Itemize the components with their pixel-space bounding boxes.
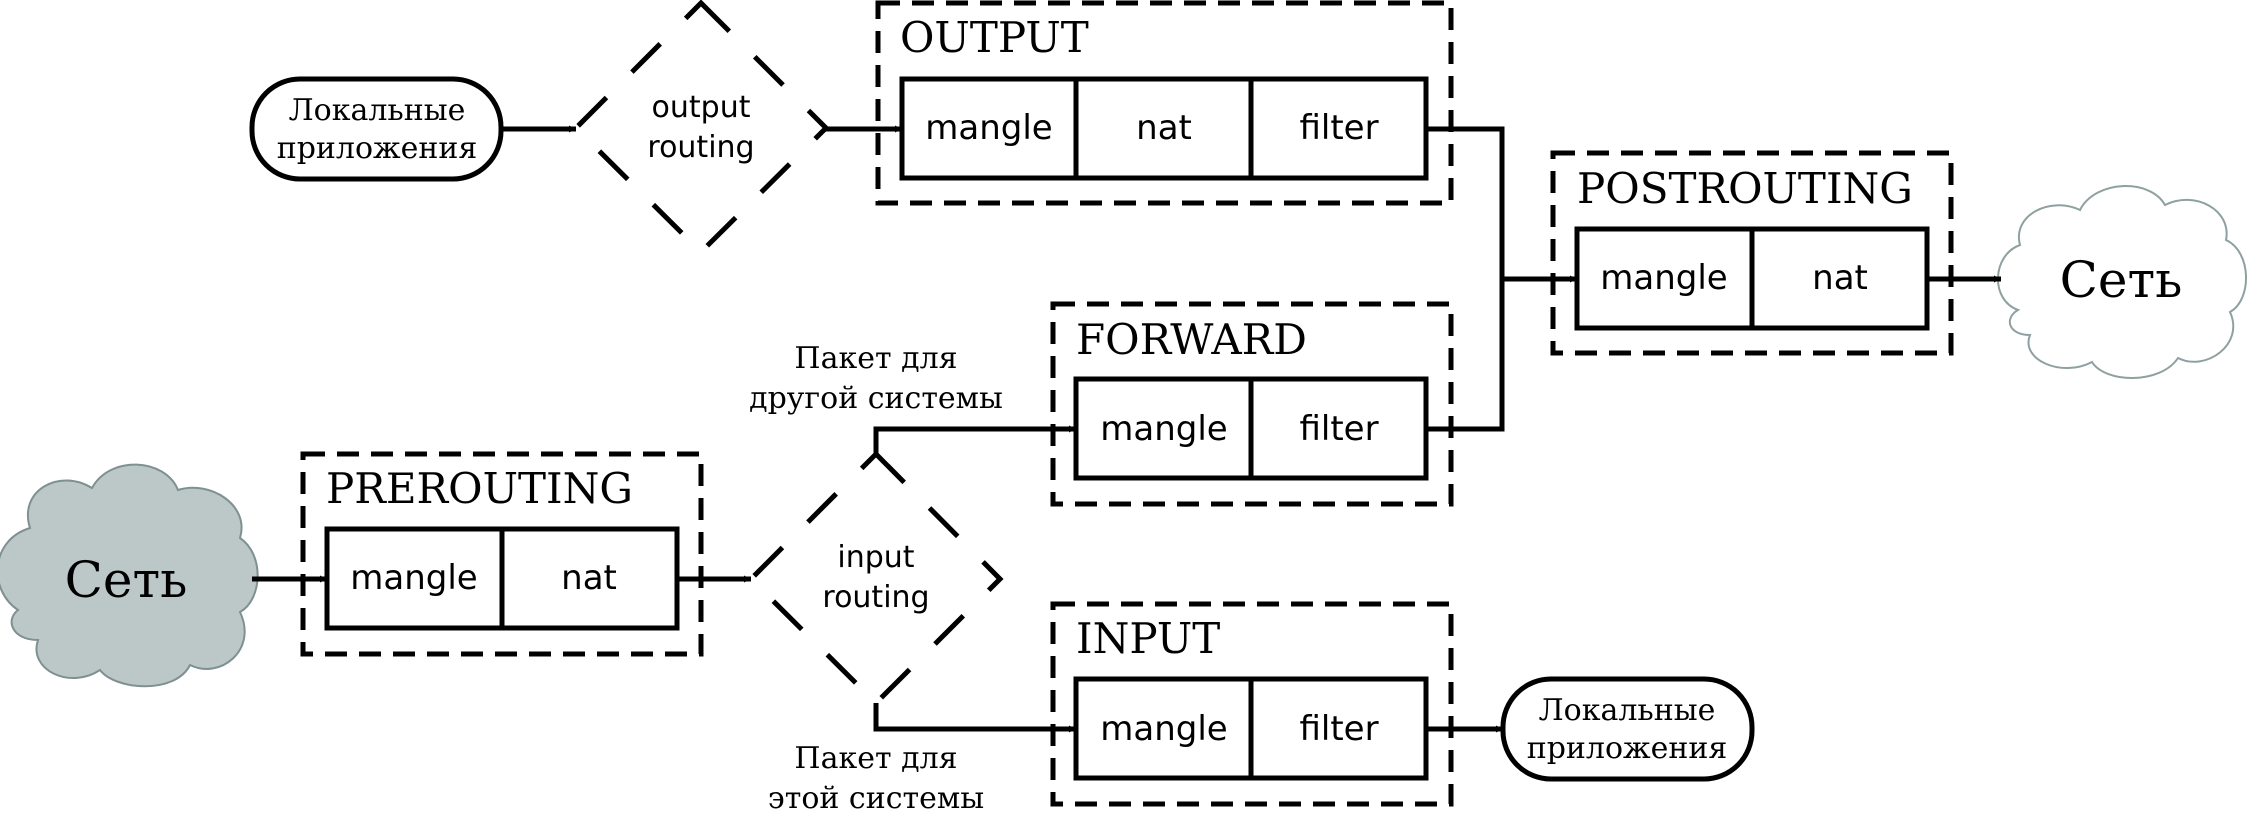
forward-table-filter: filter (1299, 409, 1378, 449)
output-chain: OUTPUT mangle nat filter (875, 0, 1454, 206)
input-routing-diamond (747, 450, 1004, 707)
prerouting-table-mangle: mangle (350, 558, 477, 598)
postrouting-chain-border (1550, 150, 1954, 356)
local-apps-top: Локальные приложения (249, 76, 504, 182)
caption-other-system: Пакет для другой системы (749, 341, 1003, 416)
output-chain-title: OUTPUT (900, 13, 1089, 62)
output-routing-label-line1: output (652, 90, 751, 125)
output-chain-border (875, 0, 1454, 206)
local-apps-top-line2: приложения (277, 131, 478, 166)
arrow-input-routing-to-forward (873, 425, 1076, 454)
network-out-cloud-shape (1997, 185, 2247, 379)
caption-other-system-line2: другой системы (749, 381, 1003, 416)
prerouting-chain-title: PREROUTING (326, 464, 633, 513)
input-routing-label-line2: routing (822, 580, 929, 615)
forward-chain-border (1050, 301, 1454, 507)
output-table-filter: filter (1299, 108, 1378, 148)
forward-table-mangle: mangle (1100, 409, 1227, 449)
postrouting-table-nat: nat (1812, 258, 1868, 298)
flow-arrows (252, 125, 2001, 733)
caption-this-system: Пакет для этой системы (768, 741, 984, 816)
postrouting-table-mangle: mangle (1600, 258, 1727, 298)
arrow-input-routing-to-input (873, 703, 1076, 733)
network-out-cloud: Сеть (1997, 185, 2247, 379)
network-out-label: Сеть (2060, 251, 2183, 309)
network-in-cloud-shape (0, 463, 259, 688)
input-chain-title: INPUT (1076, 614, 1220, 663)
input-table-mangle: mangle (1100, 709, 1227, 749)
output-routing-label-line2: routing (647, 130, 754, 165)
forward-chain-title: FORWARD (1076, 315, 1307, 364)
local-apps-bottom: Локальные приложения (1500, 676, 1755, 782)
input-chain: INPUT mangle filter (1050, 601, 1454, 807)
input-routing-decision: input routing (747, 450, 1004, 707)
input-routing-label-line1: input (837, 540, 914, 575)
input-table-filter: filter (1299, 709, 1378, 749)
prerouting-table-nat: nat (561, 558, 617, 598)
caption-this-system-line2: этой системы (768, 781, 984, 816)
output-table-mangle: mangle (925, 108, 1052, 148)
network-in-label: Сеть (65, 551, 188, 609)
prerouting-chain: PREROUTING mangle nat (300, 451, 704, 657)
postrouting-chain: POSTROUTING mangle nat (1550, 150, 1954, 356)
caption-other-system-line1: Пакет для (794, 341, 957, 376)
forward-chain: FORWARD mangle filter (1050, 301, 1454, 507)
output-table-nat: nat (1136, 108, 1192, 148)
output-routing-diamond (572, 0, 830, 256)
arrow-forward-to-postrouting (1426, 279, 1505, 432)
local-apps-bottom-line1: Локальные (1539, 693, 1716, 728)
postrouting-chain-title: POSTROUTING (1577, 164, 1913, 213)
caption-this-system-line1: Пакет для (794, 741, 957, 776)
prerouting-chain-border (300, 451, 704, 657)
local-apps-bottom-line2: приложения (1527, 731, 1728, 766)
input-chain-border (1050, 601, 1454, 807)
arrow-output-to-postrouting (1426, 126, 1577, 283)
local-apps-top-line1: Локальные (289, 93, 466, 128)
output-routing-decision: output routing (572, 0, 830, 256)
network-in-cloud: Сеть (0, 463, 259, 688)
